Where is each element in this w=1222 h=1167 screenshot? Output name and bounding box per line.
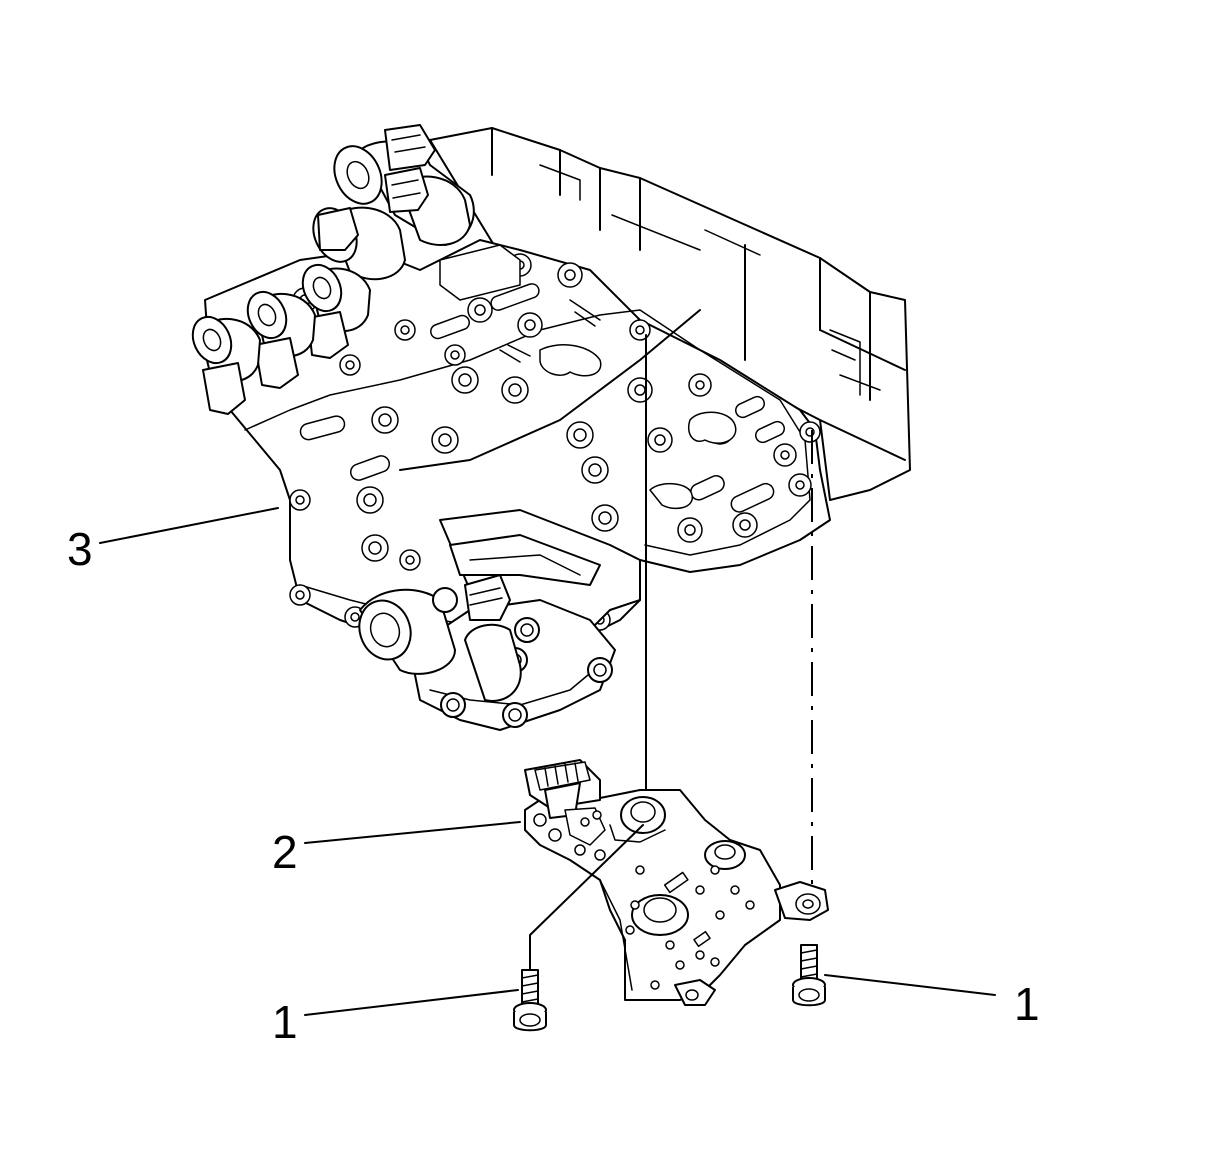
plate-slots bbox=[299, 244, 786, 513]
callout-leaders bbox=[99, 507, 996, 1016]
valve-body-assembly bbox=[204, 127, 911, 731]
bolt-right bbox=[792, 944, 826, 1007]
solenoid-3 bbox=[312, 206, 406, 281]
solenoid-row bbox=[191, 124, 475, 415]
solenoid-5 bbox=[246, 290, 316, 389]
callout-label-1-left: 1 bbox=[272, 996, 298, 1048]
callout-label-2: 2 bbox=[272, 826, 298, 878]
solenoid-6 bbox=[191, 315, 261, 415]
solenoid-2 bbox=[384, 167, 471, 246]
solenoid-4 bbox=[301, 263, 371, 359]
callout-label-1-right: 1 bbox=[1014, 978, 1040, 1030]
control-module-plate bbox=[524, 759, 829, 1006]
bolt-left bbox=[513, 969, 547, 1032]
callout-label-3: 3 bbox=[67, 523, 93, 575]
alignment-lines bbox=[529, 334, 813, 971]
